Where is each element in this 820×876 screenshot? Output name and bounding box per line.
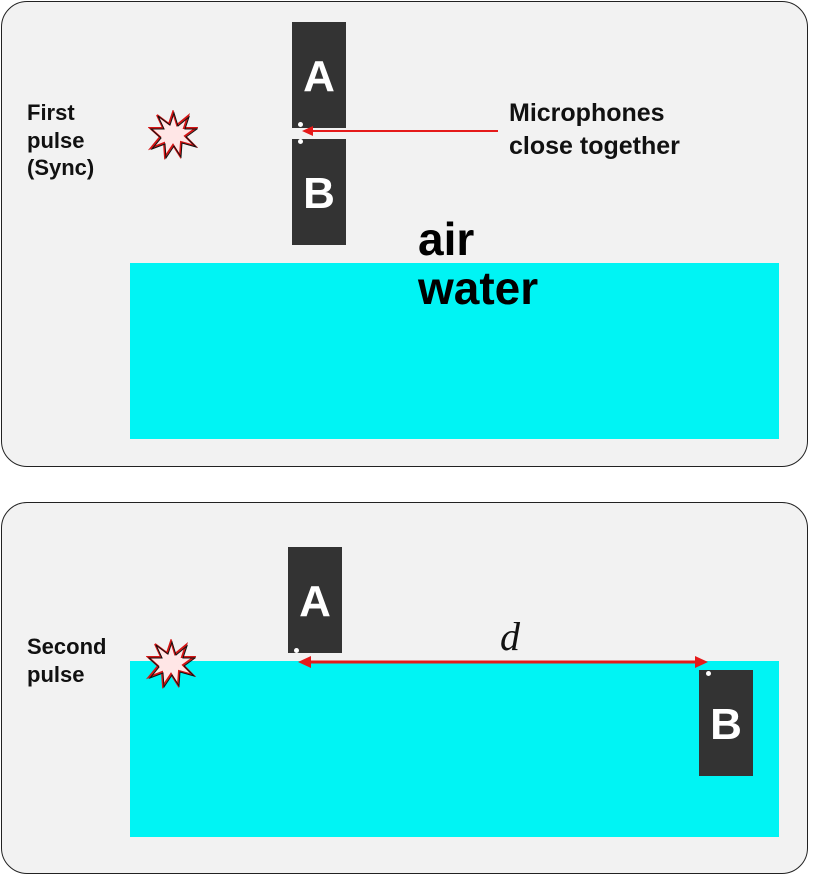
- microphone-a: A: [292, 22, 346, 128]
- second-pulse-label: Second pulse: [27, 634, 107, 687]
- microphone-a: A: [288, 547, 342, 653]
- microphones-callout: Microphones close together: [509, 99, 680, 161]
- panel-second-pulse: Second pulse A B d: [1, 502, 808, 874]
- first-pulse-label: First pulse (Sync): [27, 100, 95, 180]
- panel-first-pulse: First pulse (Sync) A B Microphones close…: [1, 1, 808, 467]
- mic-a-sensor-dot: [294, 648, 299, 653]
- water-label: water: [418, 262, 539, 314]
- mic-b-label: B: [710, 700, 742, 749]
- mic-a-label: A: [303, 52, 335, 101]
- air-label: air: [418, 213, 475, 265]
- mic-b-sensor-dot: [706, 671, 711, 676]
- mic-b-sensor-dot: [298, 139, 303, 144]
- microphone-b: B: [292, 139, 346, 245]
- water-region: [130, 263, 779, 439]
- water-region: [130, 661, 779, 837]
- mic-a-sensor-dot: [298, 122, 303, 127]
- distance-label: d: [500, 614, 520, 659]
- starburst-icon: [146, 639, 196, 689]
- starburst-icon: [148, 110, 198, 160]
- microphone-b: B: [699, 670, 753, 776]
- mic-a-label: A: [299, 577, 331, 626]
- mic-b-label: B: [303, 169, 335, 218]
